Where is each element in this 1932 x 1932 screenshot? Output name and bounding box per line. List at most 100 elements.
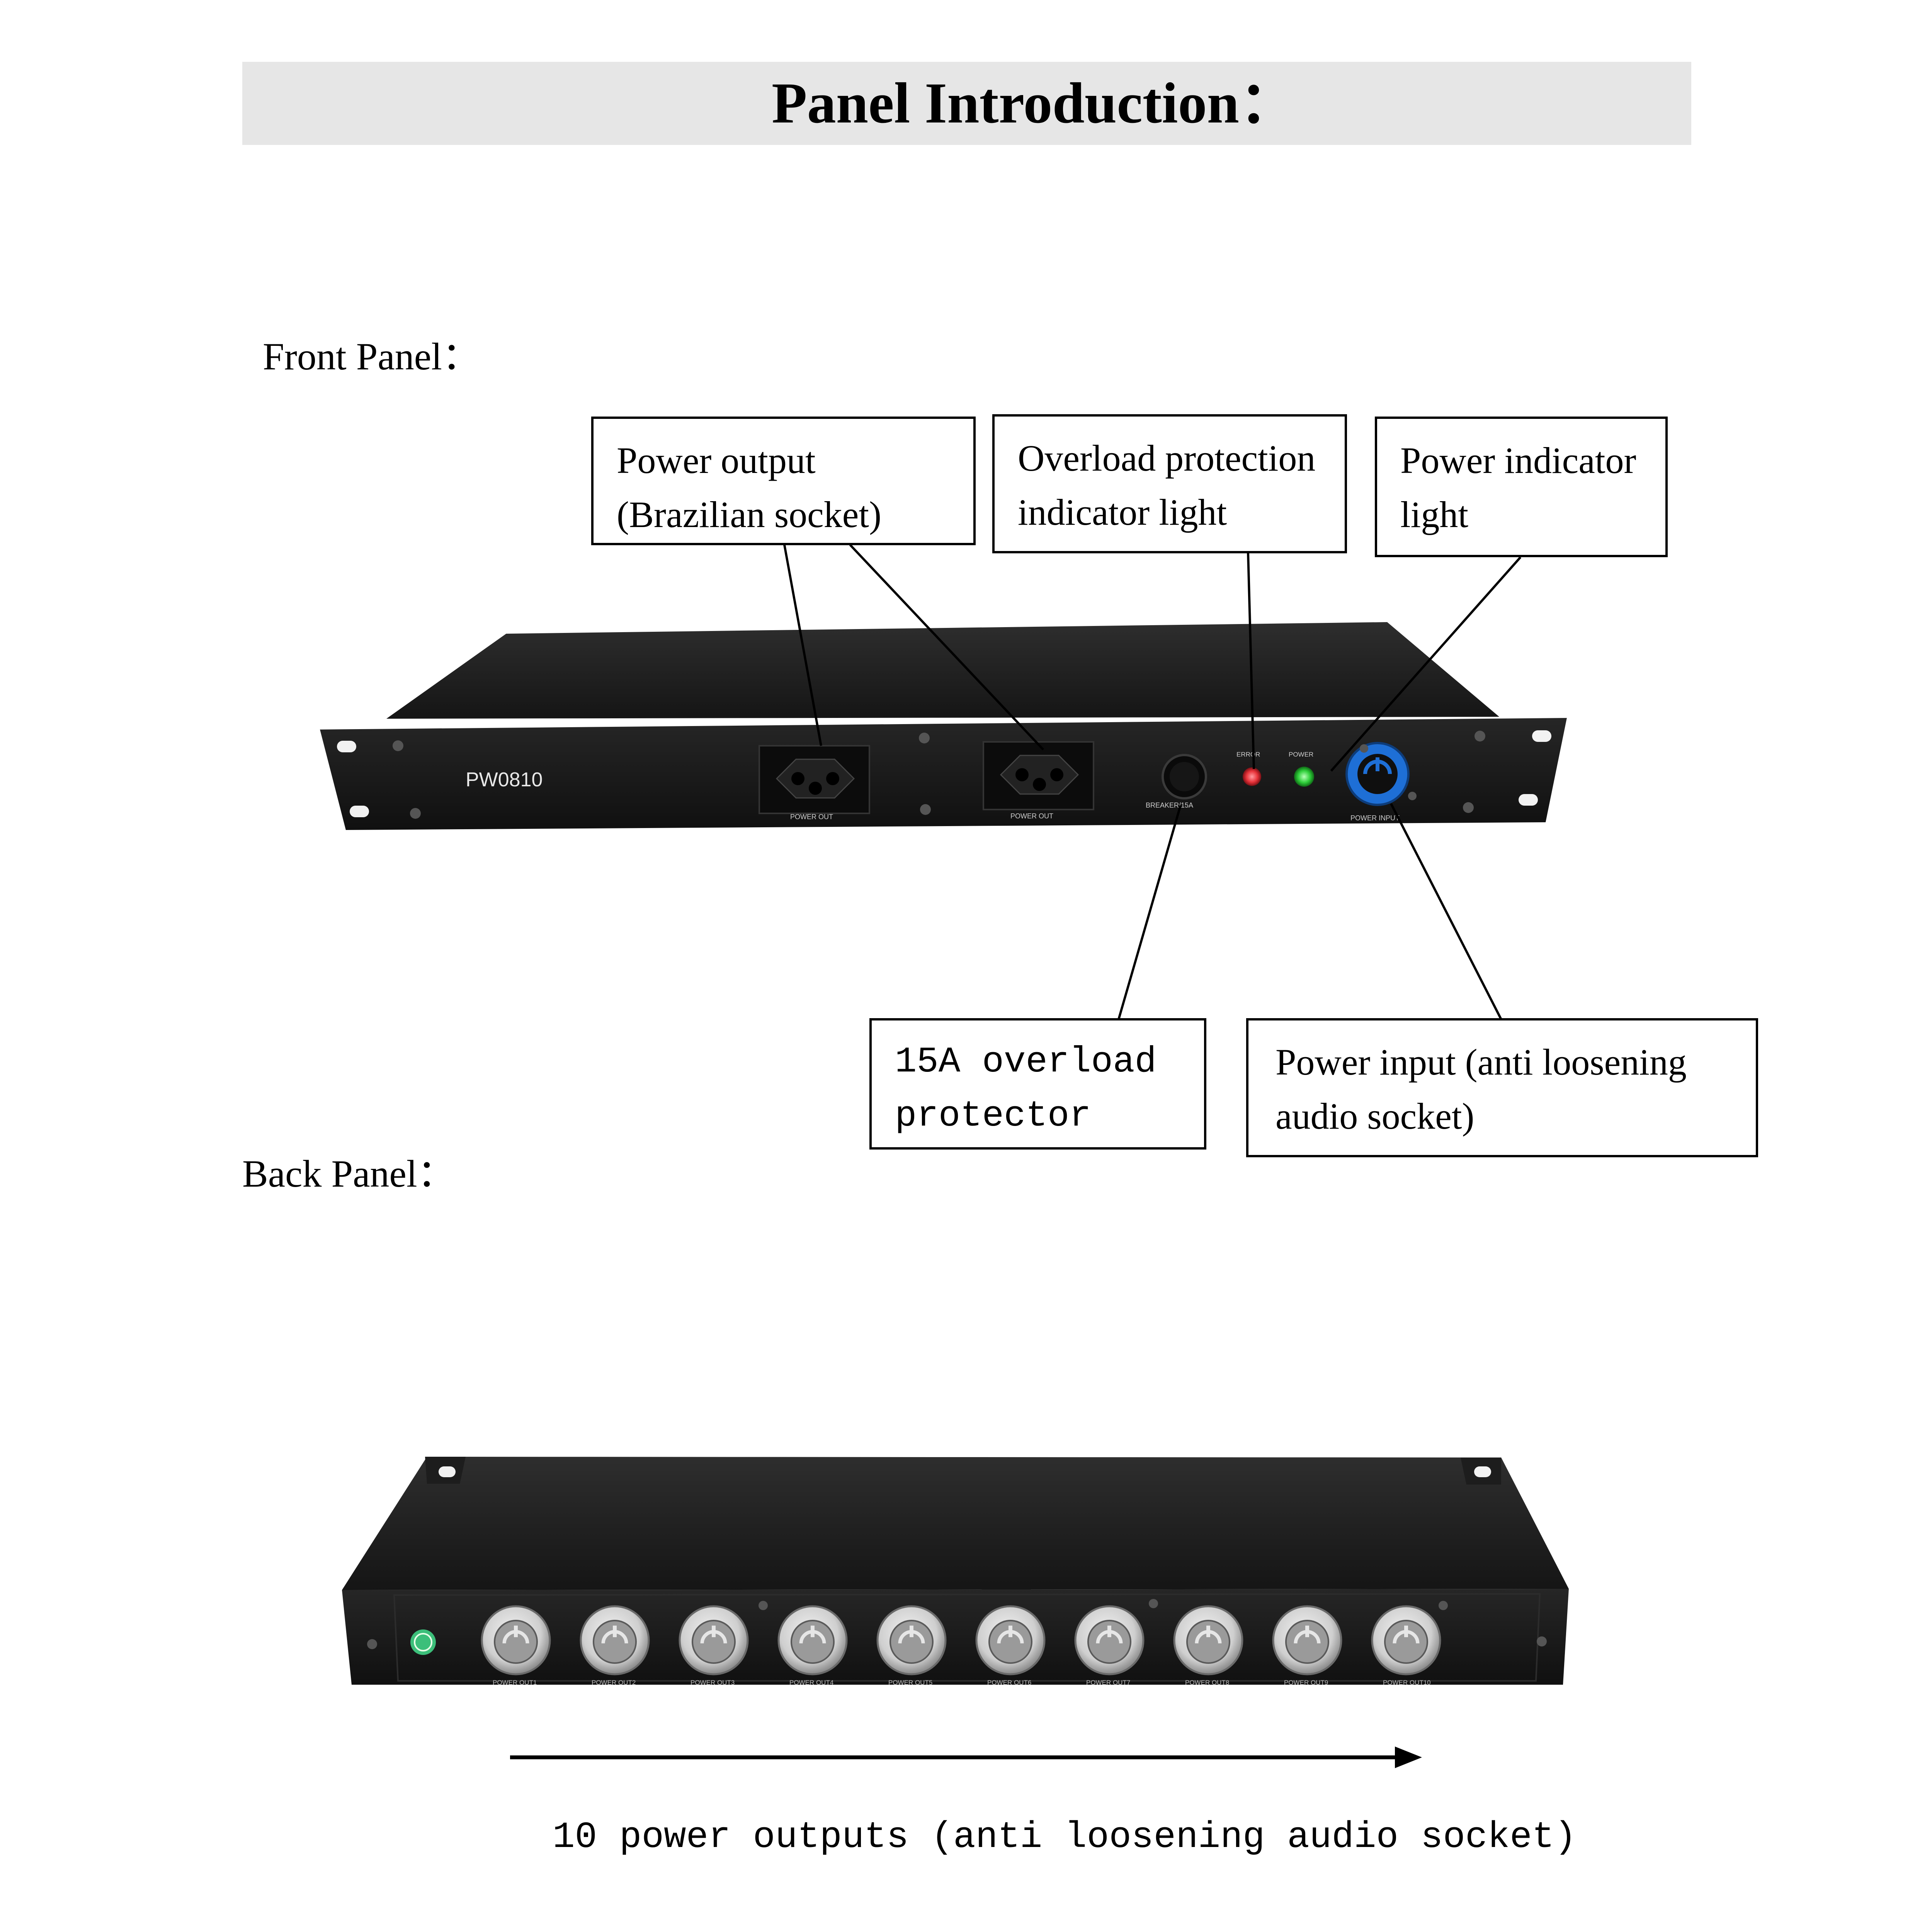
leader-line xyxy=(849,544,1044,751)
front-screw xyxy=(410,808,421,819)
connector-socket xyxy=(1186,1620,1230,1664)
back-outlet-label: POWER OUT3 xyxy=(690,1679,735,1686)
power-input-connector xyxy=(1345,742,1410,806)
back-outlet-label: POWER OUT5 xyxy=(888,1679,932,1686)
connector-key xyxy=(910,1626,913,1637)
front-screw xyxy=(393,740,403,751)
back-output-connector: POWER OUT6 xyxy=(975,1605,1046,1686)
front-rack-hole xyxy=(350,806,369,817)
front-screw xyxy=(919,733,930,743)
back-outlet-label: POWER OUT7 xyxy=(1086,1679,1130,1686)
back-face-frame xyxy=(393,1593,1541,1682)
front-screw xyxy=(1475,731,1485,742)
callout-line: 15A overload xyxy=(895,1042,1156,1083)
brazilian-socket xyxy=(983,741,1094,810)
connector-key xyxy=(613,1626,617,1637)
back-outlet-label: POWER OUT8 xyxy=(1185,1679,1229,1686)
connector-socket xyxy=(494,1620,538,1664)
back-rack-hole xyxy=(1474,1466,1491,1477)
back-chassis-top xyxy=(342,1457,1569,1590)
back-output-connector: POWER OUT4 xyxy=(777,1605,848,1686)
direction-arrow xyxy=(510,1747,1422,1768)
device-model: PW0810 xyxy=(466,769,543,791)
connector-key xyxy=(811,1626,815,1637)
callout-line: indicator light xyxy=(1018,492,1227,533)
callout-line: Power input (anti loosening xyxy=(1276,1041,1687,1083)
back-outlet-label: POWER OUT4 xyxy=(789,1679,833,1686)
connector-key xyxy=(1404,1626,1408,1637)
front-screw xyxy=(1408,792,1417,800)
callout-line: protector xyxy=(895,1096,1091,1137)
front-rack-hole xyxy=(1519,794,1538,806)
back-outlet-label: POWER OUT6 xyxy=(987,1679,1031,1686)
back-panel-label: Back Panel： xyxy=(242,1152,456,1195)
error-led-label: ERROR xyxy=(1236,751,1260,758)
back-outputs-caption: 10 power outputs (anti loosening audio s… xyxy=(553,1816,1577,1858)
callout-line: Power indicator xyxy=(1400,440,1636,481)
arrow-head xyxy=(1395,1747,1422,1768)
back-outlet-label: POWER OUT2 xyxy=(592,1679,636,1686)
back-output-connector: POWER OUT7 xyxy=(1074,1605,1145,1686)
back-output-connector: POWER OUT9 xyxy=(1272,1605,1342,1686)
connector-key xyxy=(1305,1626,1309,1637)
back-screw xyxy=(1149,1599,1158,1608)
back-output-connector: POWER OUT8 xyxy=(1173,1605,1243,1686)
front-outlet-label: POWER OUT xyxy=(790,813,833,821)
brazilian-socket xyxy=(759,745,870,814)
back-output-connector: POWER OUT1 xyxy=(481,1605,551,1686)
leader-line xyxy=(1117,805,1182,1020)
connector-key xyxy=(1009,1626,1012,1637)
front-panel-device: PW0810 POWER OUT POWER OUT xyxy=(320,622,1567,830)
back-output-connector: POWER OUT10 xyxy=(1371,1605,1441,1686)
power-led-label: POWER xyxy=(1289,751,1313,758)
connector-key xyxy=(514,1626,518,1637)
front-rack-hole xyxy=(337,741,356,752)
connector-socket xyxy=(692,1620,736,1664)
back-screw xyxy=(367,1639,377,1649)
power-led xyxy=(1294,767,1314,787)
connector-key xyxy=(712,1626,716,1637)
front-panel-label: Front Panel： xyxy=(263,335,481,378)
connector-socket xyxy=(988,1620,1032,1664)
connector-socket xyxy=(1285,1620,1329,1664)
back-outlets: POWER OUT1 POWER OUT2 POWER OUT3 POWER OUT4… xyxy=(481,1605,1441,1686)
back-chassis-face xyxy=(342,1589,1569,1685)
back-outlet-label: POWER OUT9 xyxy=(1284,1679,1328,1686)
leader-line xyxy=(783,544,822,746)
connector-socket xyxy=(1087,1620,1131,1664)
leader-line xyxy=(1247,552,1255,769)
callout-power-output: Power output (Brazilian socket) xyxy=(591,417,976,545)
callout-power-indicator: Power indicator light xyxy=(1375,417,1668,557)
callout-overload-protector: 15A overload protector xyxy=(869,1018,1206,1150)
back-output-connector: POWER OUT5 xyxy=(876,1605,947,1686)
back-outlet-label: POWER OUT10 xyxy=(1383,1679,1431,1686)
back-output-connector: POWER OUT3 xyxy=(679,1605,749,1686)
title-bar xyxy=(242,62,1691,145)
front-chassis-face xyxy=(320,718,1567,830)
leader-line xyxy=(1390,803,1502,1020)
page-title: Panel Introduction： xyxy=(772,71,1297,135)
back-output-connector: POWER OUT2 xyxy=(580,1605,650,1686)
power-input-label: POWER INPUT xyxy=(1350,814,1400,822)
error-led xyxy=(1243,767,1261,786)
leader-line xyxy=(1330,556,1522,772)
callout-line: (Brazilian socket) xyxy=(617,494,882,535)
breaker-label: BREAKER/15A xyxy=(1146,801,1193,809)
callout-line: Overload protection xyxy=(1018,437,1316,479)
back-screw xyxy=(759,1601,768,1610)
front-outlet-label: POWER OUT xyxy=(1010,812,1053,820)
back-outlet-label: POWER OUT1 xyxy=(493,1679,537,1686)
front-screw xyxy=(1360,744,1368,753)
front-screw xyxy=(920,804,931,815)
connector-socket xyxy=(1384,1620,1428,1664)
connector-socket xyxy=(593,1620,637,1664)
front-screw xyxy=(1463,802,1474,813)
ground-sticker-ring xyxy=(414,1633,432,1651)
back-rack-hole xyxy=(439,1466,456,1477)
callout-line: light xyxy=(1400,494,1469,535)
callout-overload-indicator: Overload protection indicator light xyxy=(992,414,1347,553)
callout-power-input: Power input (anti loosening audio socket… xyxy=(1246,1018,1758,1157)
back-screw xyxy=(1537,1636,1547,1646)
